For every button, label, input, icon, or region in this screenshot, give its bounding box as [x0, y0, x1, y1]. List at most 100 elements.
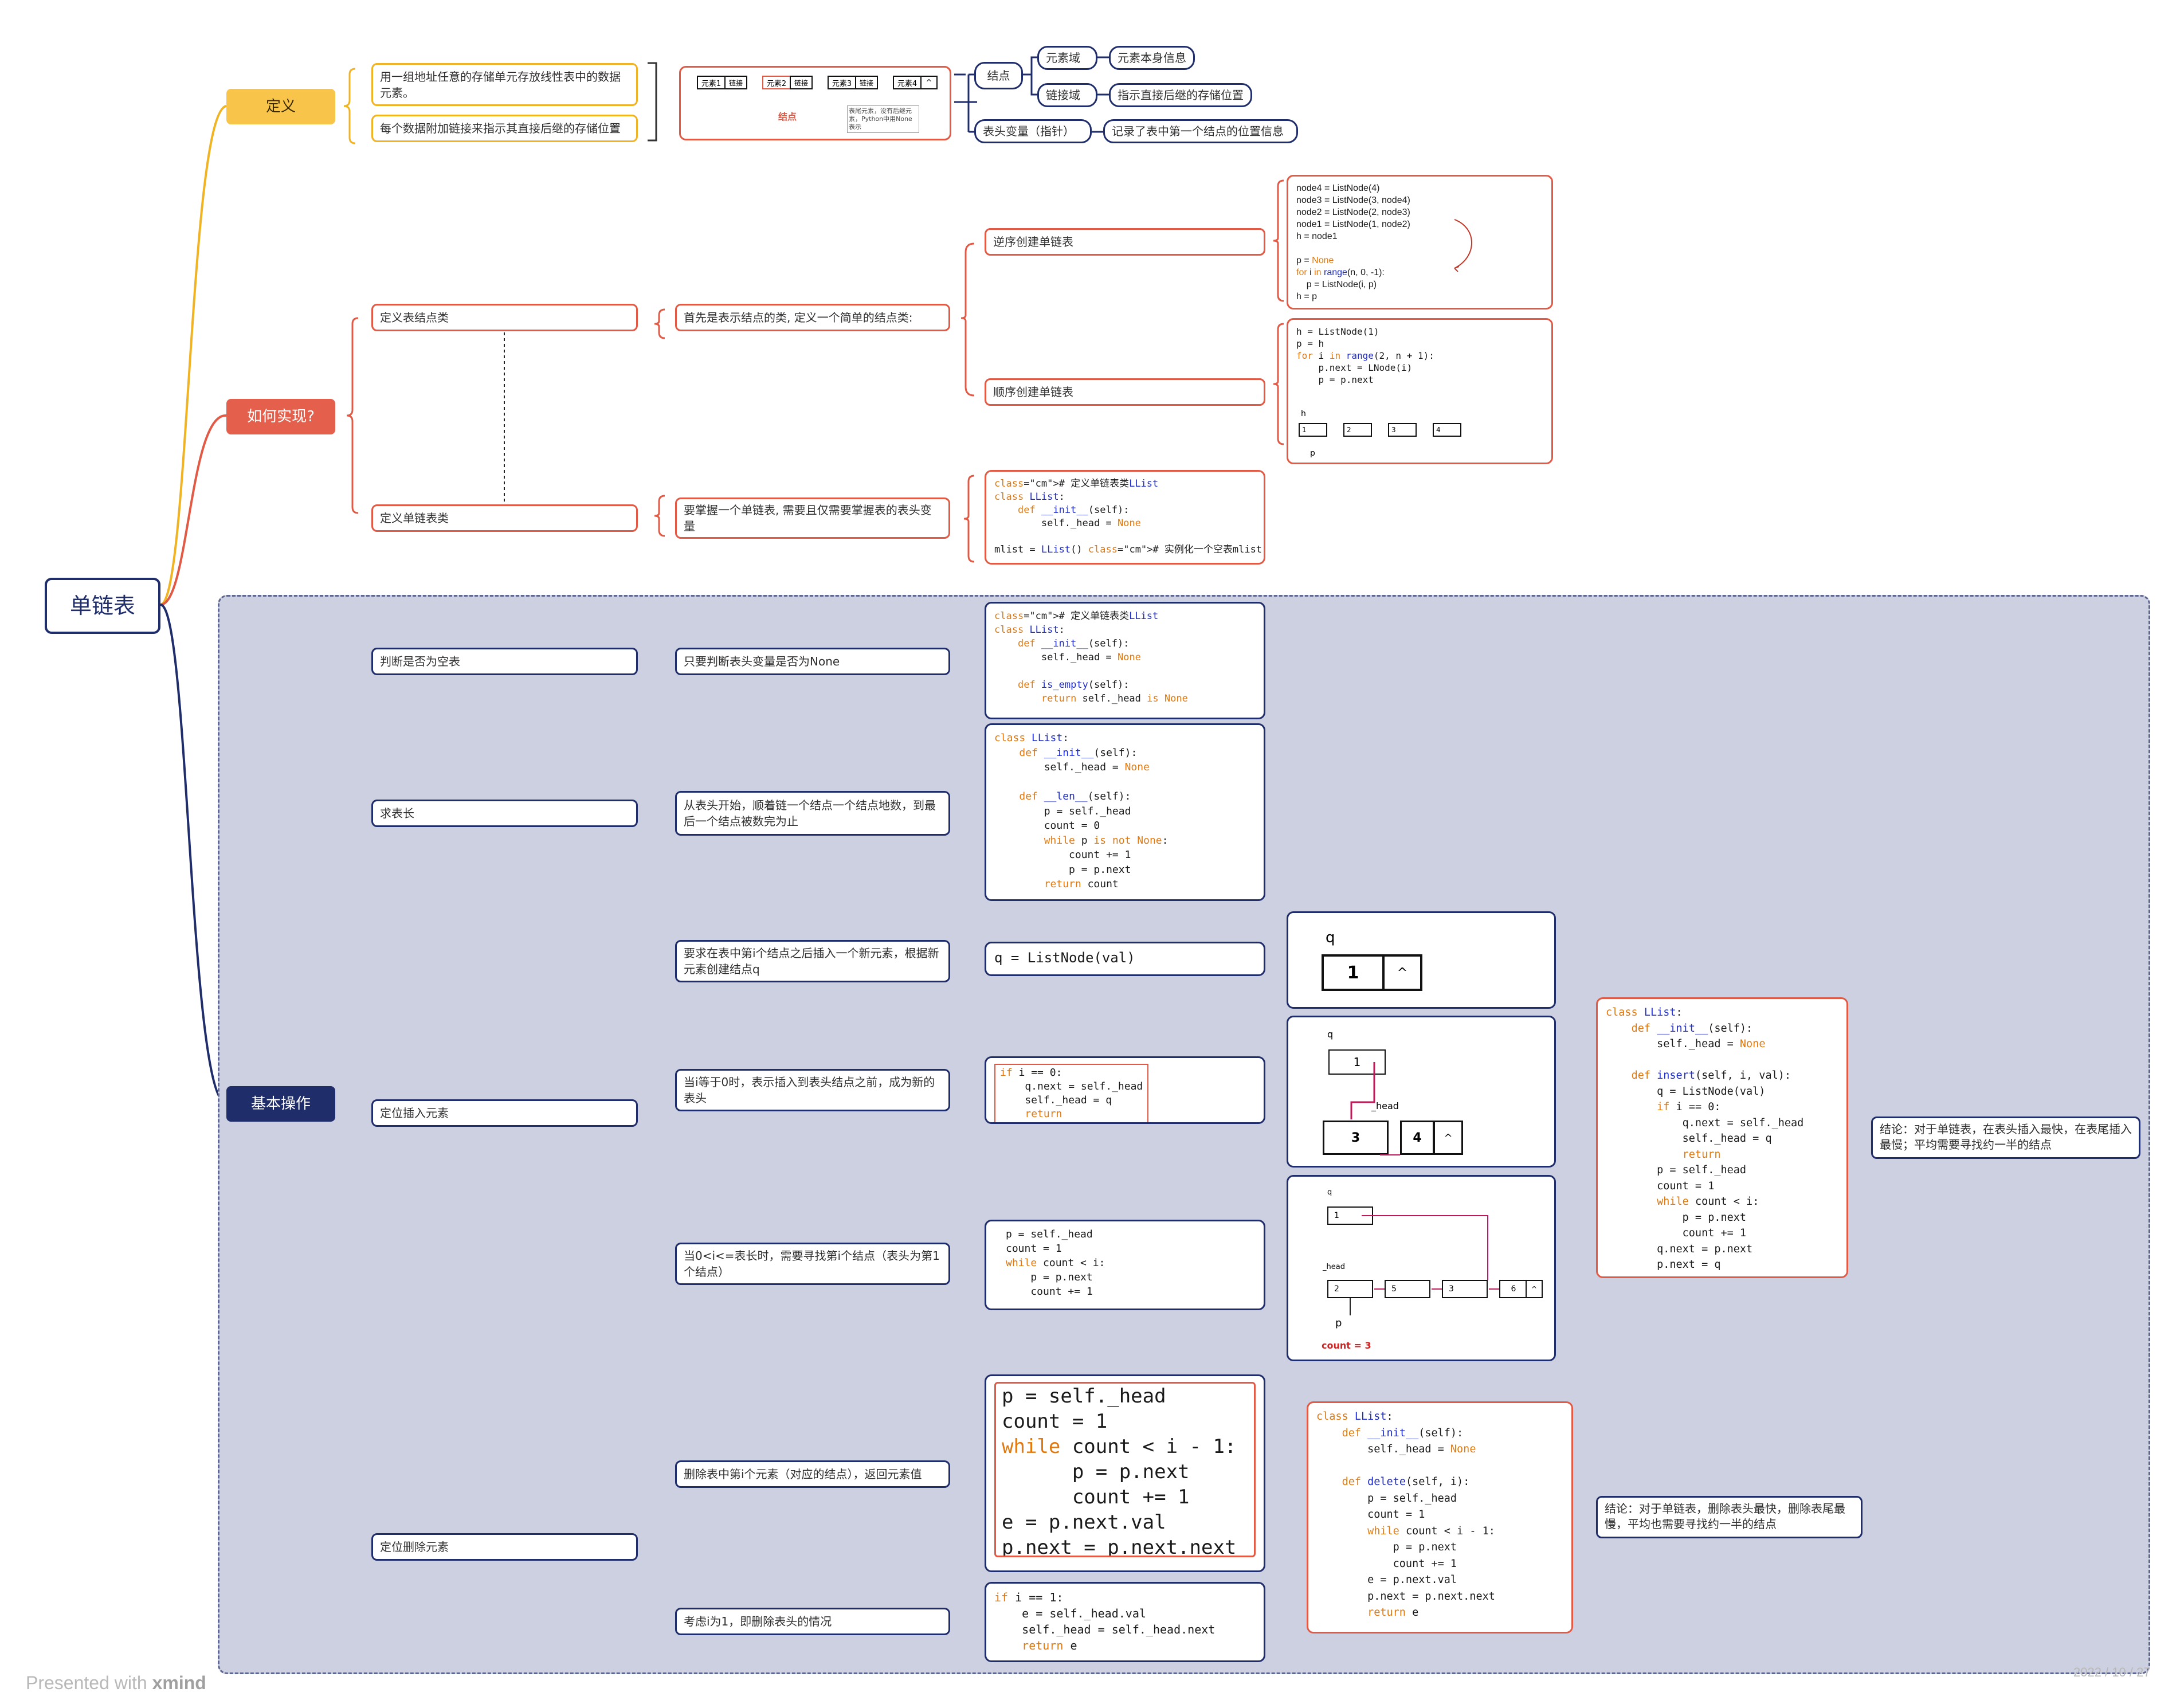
- cell-link-3: 链接: [855, 76, 878, 89]
- delete-step2[interactable]: 考虑i为1，即删除表头的情况: [675, 1608, 950, 1635]
- delete-step1[interactable]: 删除表中第i个元素（对应的结点），返回元素值: [675, 1460, 950, 1488]
- cell-link-2: 链接: [790, 76, 813, 89]
- insert-fig2-q: q: [1327, 1029, 1334, 1040]
- insert-fig3-q: q: [1327, 1188, 1332, 1197]
- delete-conclusion[interactable]: 结论：对于单链表，删除表头最快，删除表尾最慢，平均也需要寻找约一半的结点: [1596, 1496, 1863, 1538]
- how-topic[interactable]: 如何实现?: [226, 399, 335, 434]
- is-empty-code: class="cm"># 定义单链表类LList class LList: de…: [994, 610, 1188, 704]
- is-empty-topic[interactable]: 判断是否为空表: [371, 648, 638, 675]
- insert-fig3-head: _head: [1323, 1263, 1345, 1271]
- footer-presented-text: Presented with: [26, 1672, 152, 1693]
- insert-fig3-cell-2: 2: [1327, 1280, 1373, 1298]
- forward-fig-p: p: [1310, 449, 1315, 458]
- definition-item-1[interactable]: 用一组地址任意的存储单元存放线性表中的数据元素。: [371, 63, 638, 106]
- delete-step1-code: p = self._head count = 1 while count < i…: [1002, 1385, 1237, 1557]
- insert-conclusion[interactable]: 结论：对于单链表，在表头插入最快，在表尾插入最慢；平均需要寻找约一半的结点: [1871, 1117, 2140, 1159]
- insert-step1-code: q = ListNode(val): [994, 950, 1135, 966]
- length-desc[interactable]: 从表头开始，顺着链一个结点一个结点地数，到最后一个结点被数完为止: [675, 791, 950, 836]
- insert-fig3: q 1 _head 2 5 3 6 ^ p count = 3: [1287, 1175, 1556, 1361]
- is-empty-desc[interactable]: 只要判断表头变量是否为None: [675, 648, 950, 675]
- length-code: class LList: def __init__(self): self._h…: [994, 732, 1169, 890]
- define-node-class-desc[interactable]: 首先是表示结点的类, 定义一个简单的结点类:: [675, 304, 950, 331]
- define-list-code-text: class="cm"># 定义单链表类LList class LList: de…: [994, 478, 1262, 555]
- insert-code-card: class LList: def __init__(self): self._h…: [1596, 997, 1848, 1278]
- cell-element-4: 元素4: [893, 76, 922, 89]
- insert-code: class LList: def __init__(self): self._h…: [1606, 1006, 1804, 1271]
- figure-note: 表尾元素，没有后继元素，Python中用None表示: [847, 105, 919, 133]
- delete-step2-code-card: if i == 1: e = self._head.val self._head…: [985, 1582, 1265, 1662]
- delete-step2-code: if i == 1: e = self._head.val self._head…: [994, 1591, 1216, 1652]
- linked-list-figure: 元素1 链接 元素2 链接 元素3 链接 元素4 ^ 结点 表尾元素，没有后继元…: [679, 66, 951, 140]
- footer-date: 2022 / 10 / 27: [2073, 1665, 2151, 1679]
- forward-fig-h: h: [1301, 409, 1306, 418]
- definition-topic[interactable]: 定义: [226, 89, 335, 124]
- insert-step1-code-card: q = ListNode(val): [985, 942, 1265, 976]
- cell-element-2: 元素2: [762, 76, 791, 89]
- insert-fig1-q: q: [1326, 929, 1335, 946]
- insert-step3-code: p = self._head count = 1 while count < i…: [1006, 1228, 1105, 1298]
- insert-fig1-val: 1: [1322, 954, 1385, 991]
- forward-cell-3: 3: [1388, 423, 1417, 437]
- insert-step2[interactable]: 当i等于0时，表示插入到表头结点之前，成为新的表头: [675, 1069, 950, 1111]
- forward-cell-1: 1: [1299, 423, 1327, 437]
- delete-step1-code-frame: p = self._head count = 1 while count < i…: [994, 1382, 1256, 1557]
- link-field[interactable]: 链接域: [1037, 83, 1097, 107]
- head-variable-desc[interactable]: 记录了表中第一个结点的位置信息: [1103, 119, 1298, 143]
- insert-fig3-tail: ^: [1526, 1280, 1543, 1298]
- cell-link-1: 链接: [724, 76, 747, 89]
- length-code-card: class LList: def __init__(self): self._h…: [985, 723, 1265, 901]
- delete-step1-code-card: p = self._head count = 1 while count < i…: [985, 1374, 1265, 1572]
- insert-fig2-arrows: [1350, 1062, 1400, 1155]
- forward-create[interactable]: 顺序创建单链表: [985, 378, 1265, 406]
- define-list-code: class="cm"># 定义单链表类LList class LList: de…: [985, 470, 1265, 565]
- root-node[interactable]: 单链表: [45, 578, 160, 634]
- cell-element-3: 元素3: [828, 76, 856, 89]
- insert-topic[interactable]: 定位插入元素: [371, 1099, 638, 1127]
- reverse-code-text: node4 = ListNode(4) node3 = ListNode(3, …: [1296, 183, 1410, 301]
- insert-fig3-count: count = 3: [1322, 1340, 1371, 1351]
- footer-presented: Presented with xmind: [26, 1672, 206, 1694]
- node-topic[interactable]: 结点: [974, 62, 1023, 89]
- cell-element-1: 元素1: [697, 76, 726, 89]
- insert-step3[interactable]: 当0<i<=表长时，需要寻找第i个结点（表头为第1个结点）: [675, 1243, 950, 1285]
- insert-step2-code-card: if i == 0: q.next = self._head self._hea…: [985, 1056, 1265, 1124]
- figure-cells: 元素1 链接 元素2 链接 元素3 链接 元素4 ^: [697, 76, 938, 89]
- insert-step1[interactable]: 要求在表中第i个结点之后插入一个新元素，根据新元素创建结点q: [675, 940, 950, 982]
- insert-fig3-cell-4: 3: [1442, 1280, 1488, 1298]
- define-list-class[interactable]: 定义单链表类: [371, 504, 638, 532]
- insert-fig2-head: _head: [1371, 1100, 1399, 1111]
- link-field-desc[interactable]: 指示直接后继的存储位置: [1109, 83, 1252, 107]
- delete-code: class LList: def __init__(self): self._h…: [1316, 1411, 1495, 1619]
- cell-tail: ^: [920, 76, 938, 89]
- delete-topic[interactable]: 定位删除元素: [371, 1533, 638, 1561]
- insert-fig3-cell-3: 5: [1385, 1280, 1430, 1298]
- insert-fig2-tail: ^: [1433, 1121, 1463, 1155]
- element-field-desc[interactable]: 元素本身信息: [1109, 46, 1195, 70]
- is-empty-code-wrap: class="cm"># 定义单链表类LList class LList: de…: [994, 609, 1224, 712]
- insert-fig2-node3: 3: [1323, 1121, 1389, 1155]
- insert-step2-code: if i == 0: q.next = self._head self._hea…: [994, 1064, 1149, 1122]
- forward-cell-2: 2: [1343, 423, 1372, 437]
- element-field[interactable]: 元素域: [1037, 46, 1097, 70]
- forward-create-code: h = ListNode(1) p = h for i in range(2, …: [1287, 318, 1553, 464]
- reverse-create[interactable]: 逆序创建单链表: [985, 228, 1265, 256]
- insert-fig2-node1: 1: [1328, 1049, 1386, 1075]
- head-variable[interactable]: 表头变量（指针）: [974, 119, 1092, 143]
- insert-fig1: q 1 ^: [1287, 911, 1556, 1009]
- forward-code-text: h = ListNode(1) p = h for i in range(2, …: [1296, 326, 1434, 385]
- define-list-class-desc[interactable]: 要掌握一个单链表, 需要且仅需要掌握表的表头变量: [675, 497, 950, 539]
- definition-item-2[interactable]: 每个数据附加链接来指示其直接后继的存储位置: [371, 115, 638, 142]
- insert-fig3-arrows: [1350, 1215, 1499, 1315]
- insert-fig1-tail: ^: [1382, 954, 1422, 991]
- footer-brand: xmind: [152, 1672, 206, 1693]
- delete-code-card: class LList: def __init__(self): self._h…: [1307, 1401, 1573, 1633]
- insert-fig2-node4: 4: [1400, 1121, 1434, 1155]
- insert-step3-code-card: p = self._head count = 1 while count < i…: [985, 1220, 1265, 1310]
- forward-cell-4: 4: [1433, 423, 1461, 437]
- insert-fig2: q 1 _head 3 4 ^: [1287, 1016, 1556, 1168]
- is-empty-code-card: class="cm"># 定义单链表类LList class LList: de…: [985, 602, 1265, 719]
- define-node-class[interactable]: 定义表结点类: [371, 304, 638, 331]
- length-topic[interactable]: 求表长: [371, 800, 638, 827]
- figure-caption: 结点: [778, 111, 797, 122]
- ops-topic[interactable]: 基本操作: [226, 1086, 335, 1122]
